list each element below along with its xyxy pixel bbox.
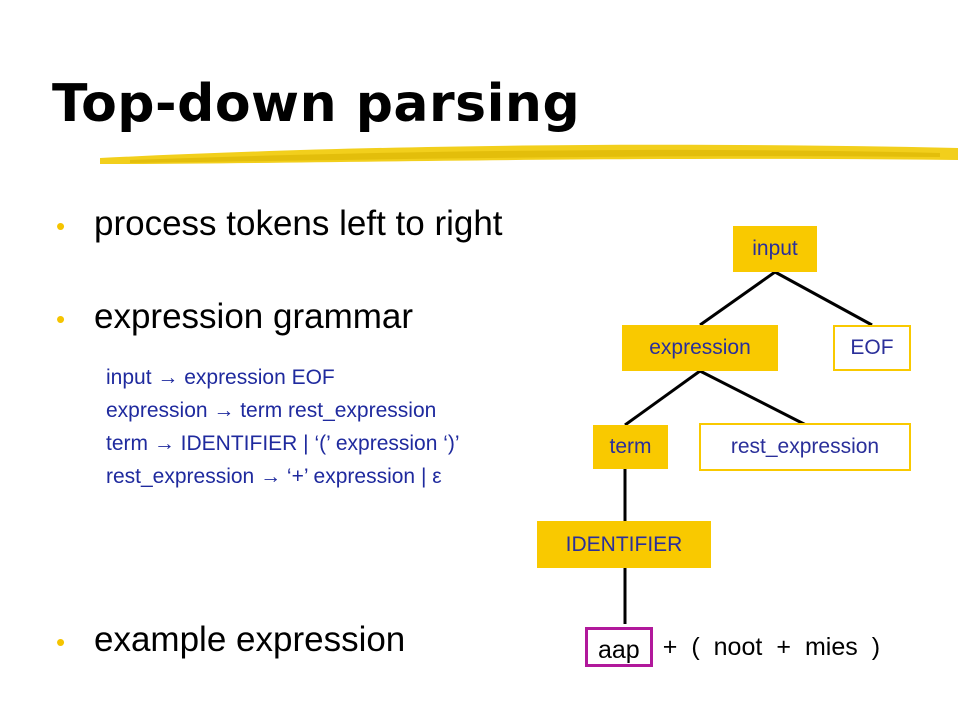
grammar-rule: expression → term rest_expression [106, 399, 437, 422]
tree-node-term: term [593, 425, 668, 469]
example-token-sequence: aap + ( noot + mies ) [585, 627, 880, 667]
edge-expression-term [624, 369, 701, 427]
grammar-rules: input → expression EOF expression → term… [106, 361, 460, 493]
bullet-example-expression: • example expression [56, 620, 406, 659]
tree-node-input: input [733, 226, 817, 272]
bullet-expression-grammar: • expression grammar [56, 297, 413, 336]
edge-input-expression [699, 270, 776, 327]
token: + [776, 632, 791, 661]
tree-node-eof: EOF [833, 325, 911, 371]
grammar-rule: rest_expression → ‘+’ expression | ε [106, 465, 442, 488]
token: noot [713, 632, 763, 661]
tree-node-identifier: IDENTIFIER [537, 521, 711, 568]
token: mies [804, 632, 858, 661]
bullet-dot-icon: • [56, 304, 66, 334]
token: + [662, 632, 678, 661]
token: ( [691, 632, 700, 661]
title-underline-brush [100, 144, 958, 164]
token-highlighted: aap [585, 627, 653, 667]
tree-node-rest-expression: rest_expression [699, 423, 911, 471]
slide-title: Top-down parsing [52, 74, 581, 134]
edge-input-eof [774, 270, 873, 327]
token: ) [871, 632, 881, 661]
bullet-process-tokens: • process tokens left to right [56, 204, 503, 243]
bullet-dot-icon: • [56, 211, 66, 241]
grammar-rule: term → IDENTIFIER | ‘(’ expression ‘)’ [106, 432, 460, 455]
tree-node-expression: expression [622, 325, 778, 371]
bullet-dot-icon: • [56, 627, 66, 657]
edge-expression-rest [699, 369, 807, 427]
grammar-rule: input → expression EOF [106, 366, 335, 389]
